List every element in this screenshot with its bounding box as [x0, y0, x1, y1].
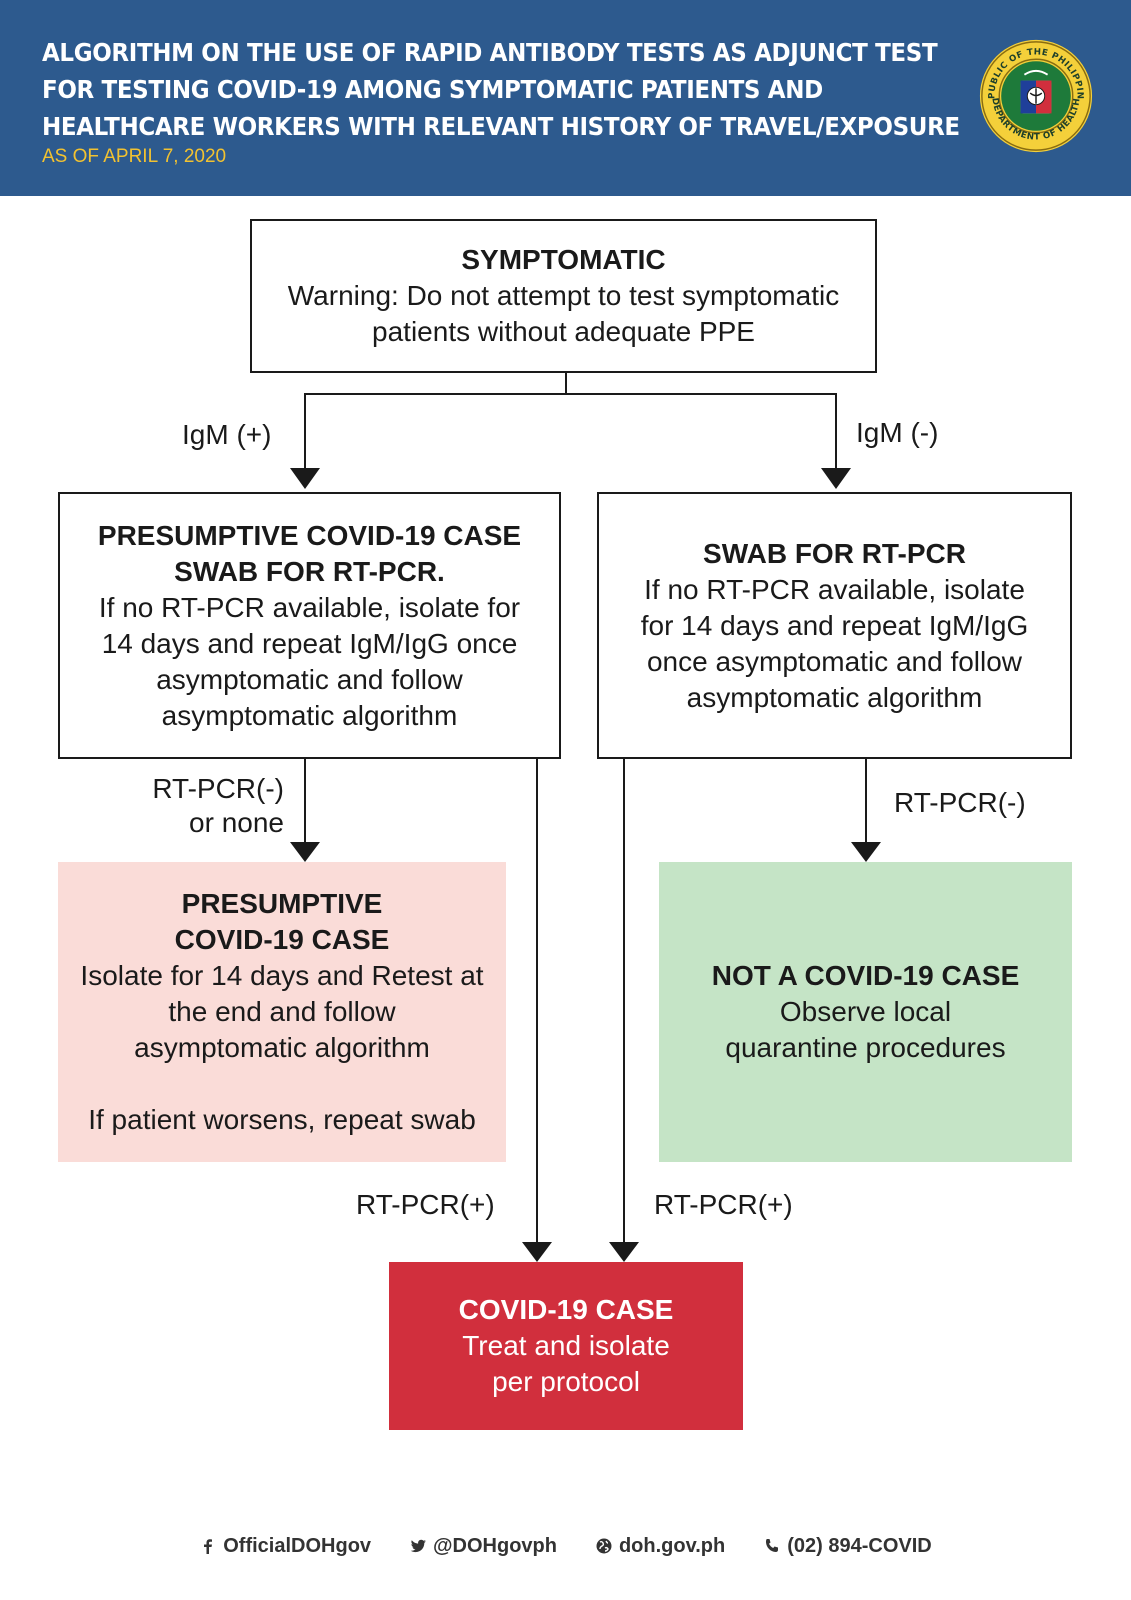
twitter-icon [410, 1539, 427, 1553]
arrowhead-igm-pos [290, 468, 320, 489]
node-presumptive-case-title-1: PRESUMPTIVE [181, 888, 383, 919]
node-swab-rtpcr-title: SWAB FOR RT-PCR [703, 537, 966, 569]
edge-label-rtpcr-pos-left: RT-PCR(+) [356, 1189, 495, 1220]
node-symptomatic-line-2: patients without adequate PPE [372, 316, 755, 347]
edge-label-rtpcr-neg-line: RT-PCR(-) [152, 773, 284, 804]
node-swab-rtpcr: SWAB FOR RT-PCR If no RT-PCR available, … [597, 492, 1072, 759]
edge-label-or-none-line: or none [189, 807, 284, 838]
footer-contacts: OfficialDOHgov @DOHgovph doh.gov.ph (02)… [0, 1526, 1131, 1566]
node-swab-rtpcr-line-2: for 14 days and repeat IgM/IgG [640, 609, 1029, 641]
node-covid-case: COVID-19 CASE Treat and isolate per prot… [389, 1262, 743, 1430]
node-not-case-line-2: quarantine procedures [725, 1032, 1006, 1063]
node-not-case-line-1: Observe local [779, 996, 952, 1027]
arrowhead-igm-neg [821, 468, 851, 489]
node-swab-rtpcr-line-3: once asymptomatic and follow [646, 645, 1023, 677]
footer-facebook[interactable]: OfficialDOHgov [199, 1535, 371, 1558]
node-presumptive-case-line-1: Isolate for 14 days and Retest at [80, 960, 484, 991]
phone-number: (02) 894-COVID [787, 1534, 932, 1557]
facebook-icon [204, 1539, 213, 1554]
edge-label-rtpcr-neg: RT-PCR(-) [894, 787, 1026, 818]
footer-twitter[interactable]: @DOHgovph [409, 1535, 557, 1558]
node-symptomatic: SYMPTOMATIC Warning: Do not attempt to t… [250, 219, 877, 373]
node-covid-case-title: COVID-19 CASE [458, 1294, 674, 1325]
node-presumptive-swab-line-3: asymptomatic and follow [156, 663, 463, 695]
node-presumptive-case-note: If patient worsens, repeat swab [88, 1104, 476, 1135]
node-presumptive-swab-line-2: 14 days and repeat IgM/IgG once [101, 627, 518, 659]
twitter-handle: @DOHgovph [433, 1534, 557, 1557]
node-presumptive-case-line-2: the end and follow [168, 996, 396, 1027]
arrowhead-rtpcr-neg [851, 842, 881, 862]
globe-icon [596, 1538, 612, 1554]
footer-website[interactable]: doh.gov.ph [595, 1535, 725, 1558]
header-banner: ALGORITHM ON THE USE OF RAPID ANTIBODY T… [0, 0, 1131, 196]
arrowhead-rtpcr-pos-right [609, 1242, 639, 1262]
node-presumptive-swab: PRESUMPTIVE COVID-19 CASE SWAB FOR RT-PC… [58, 492, 561, 759]
edge-label-rtpcr-neg-none: RT-PCR(-) or none [144, 772, 284, 840]
arrowhead-rtpcr-pos-left [522, 1242, 552, 1262]
footer-phone[interactable]: (02) 894-COVID [763, 1535, 932, 1558]
node-presumptive-case-title-2: COVID-19 CASE [174, 924, 390, 955]
node-not-case-title: NOT A COVID-19 CASE [711, 960, 1020, 991]
node-swab-rtpcr-line-4: asymptomatic algorithm [686, 681, 983, 713]
edge-label-rtpcr-pos-right: RT-PCR(+) [654, 1189, 793, 1220]
node-swab-rtpcr-line-1: If no RT-PCR available, isolate [644, 573, 1025, 605]
node-not-case: NOT A COVID-19 CASE Observe local quaran… [659, 862, 1072, 1162]
node-symptomatic-line-1: Warning: Do not attempt to test symptoma… [287, 280, 840, 311]
edge-label-igm-pos: IgM (+) [182, 419, 272, 450]
node-presumptive-swab-title-2: SWAB FOR RT-PCR. [174, 555, 445, 587]
title-line-1: ALGORITHM ON THE USE OF RAPID ANTIBODY T… [42, 38, 938, 67]
page-title: ALGORITHM ON THE USE OF RAPID ANTIBODY T… [42, 34, 960, 145]
website-url: doh.gov.ph [618, 1534, 726, 1557]
node-presumptive-case-line-3: asymptomatic algorithm [134, 1032, 430, 1063]
title-line-3: HEALTHCARE WORKERS WITH RELEVANT HISTORY… [42, 112, 960, 141]
arrowhead-rtpcr-neg-none [290, 842, 320, 862]
title-line-2: FOR TESTING COVID-19 AMONG SYMPTOMATIC P… [42, 75, 823, 104]
node-presumptive-swab-line-4: asymptomatic algorithm [161, 699, 458, 731]
node-presumptive-swab-title-1: PRESUMPTIVE COVID-19 CASE [97, 519, 522, 551]
doh-seal-logo: REPUBLIC OF THE PHILIPPINES DEPARTMENT O… [978, 38, 1093, 153]
node-presumptive-swab-line-1: If no RT-PCR available, isolate for [98, 591, 521, 623]
node-covid-case-line-1: Treat and isolate [462, 1330, 670, 1361]
connector-igm-pos [304, 372, 567, 468]
node-presumptive-case: PRESUMPTIVE COVID-19 CASE Isolate for 14… [58, 862, 506, 1162]
as-of-date: AS OF APRIL 7, 2020 [42, 146, 227, 167]
node-covid-case-line-2: per protocol [492, 1366, 640, 1397]
phone-icon [766, 1539, 779, 1552]
connector-igm-neg [566, 393, 837, 468]
facebook-handle: OfficialDOHgov [223, 1534, 372, 1557]
edge-label-igm-neg: IgM (-) [856, 417, 939, 448]
node-symptomatic-title: SYMPTOMATIC [461, 244, 666, 275]
